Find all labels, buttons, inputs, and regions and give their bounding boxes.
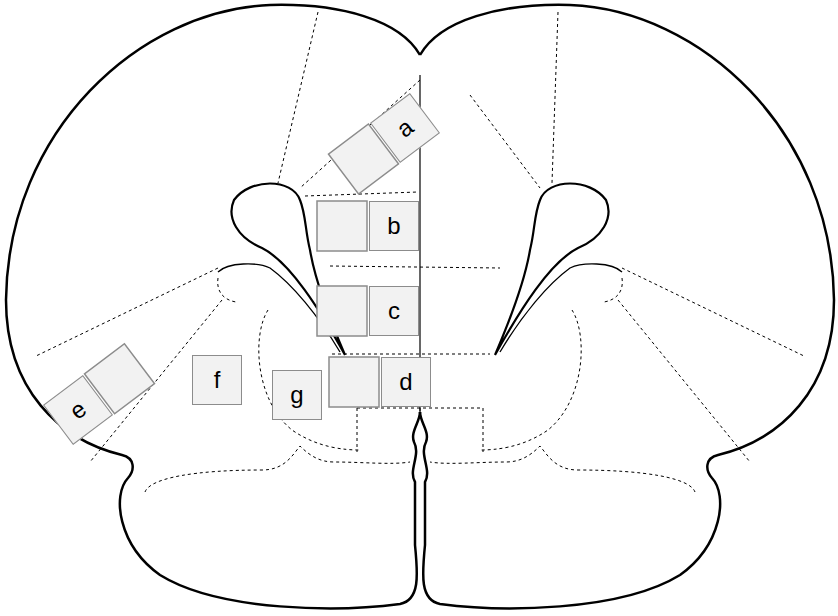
sample-letter: d [399,370,412,394]
sample-box [329,357,379,407]
sample-box: e [43,375,113,445]
sample-box: c [369,286,419,336]
region-boundary [36,12,500,462]
ventricle [495,184,608,356]
empty-sample-boxes [84,124,398,414]
ventricle-horn [500,264,622,352]
sample-box [317,201,367,251]
sample-letter: c [388,299,400,323]
right-hemisphere [420,5,834,608]
sample-box [317,286,367,336]
sample-box: d [381,357,431,407]
sample-letter: b [387,214,400,238]
sample-box: a [370,93,440,163]
sample-box: f [192,355,242,405]
sample-letter: f [214,368,221,392]
sample-letter: a [392,114,417,141]
sample-box: b [369,201,419,251]
sample-letter: e [65,396,90,423]
sample-letter: g [290,383,303,407]
region-boundary [430,278,695,492]
region-boundary [470,12,804,462]
sample-box: g [272,370,322,420]
brain-outline [6,5,420,608]
brain-outline [420,5,834,608]
